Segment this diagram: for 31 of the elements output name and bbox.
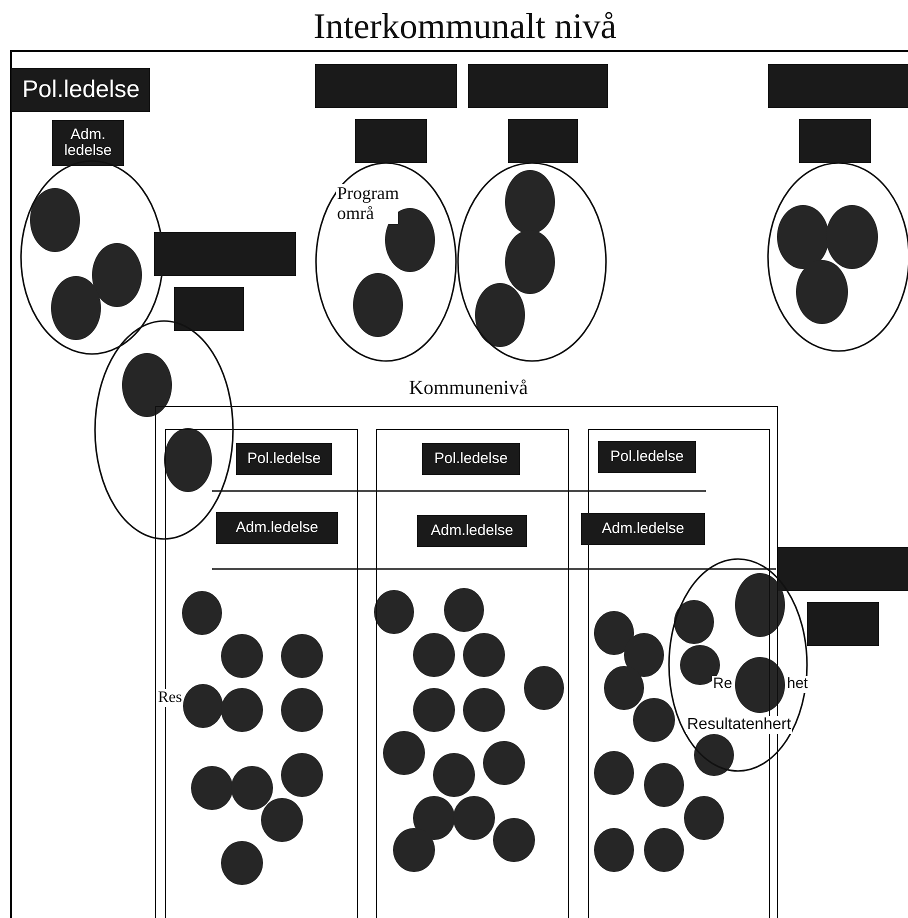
role-label: Adm.ledelse [216,512,338,544]
blank-label-box [807,602,879,646]
group-ellipse [315,162,457,362]
note-text: Res [157,689,183,707]
blank-label-box [315,64,457,108]
blank-label-box [768,64,908,108]
blank-label-box [174,287,244,331]
role-label: Adm.ledelse [417,515,527,547]
diagram-title: Interkommunalt nivå [312,6,618,46]
role-label: Pol.ledelse [422,443,520,475]
blank-label-box [355,119,427,163]
role-label: Pol.ledelse [598,441,696,473]
role-label: Pol.ledelse [236,443,332,475]
note-text: Resultatenhert [686,716,792,734]
blank-label-box [508,119,578,163]
note-text: het [786,676,809,692]
blank-label-box [154,232,296,276]
panel-heading: Kommunenivå [409,377,528,400]
group-ellipse [20,160,164,355]
note-text: Program områ [336,184,398,224]
blank-label-box [778,547,908,591]
role-label: Adm.ledelse [581,513,705,545]
role-label: Adm. ledelse [52,120,124,166]
role-label: Pol.ledelse [12,68,150,112]
frame-outline [10,50,908,918]
blank-label-box [468,64,608,108]
group-ellipse [94,320,234,540]
column-panel [376,429,569,918]
group-ellipse [457,162,607,362]
group-ellipse [668,558,808,772]
blank-label-box [799,119,871,163]
